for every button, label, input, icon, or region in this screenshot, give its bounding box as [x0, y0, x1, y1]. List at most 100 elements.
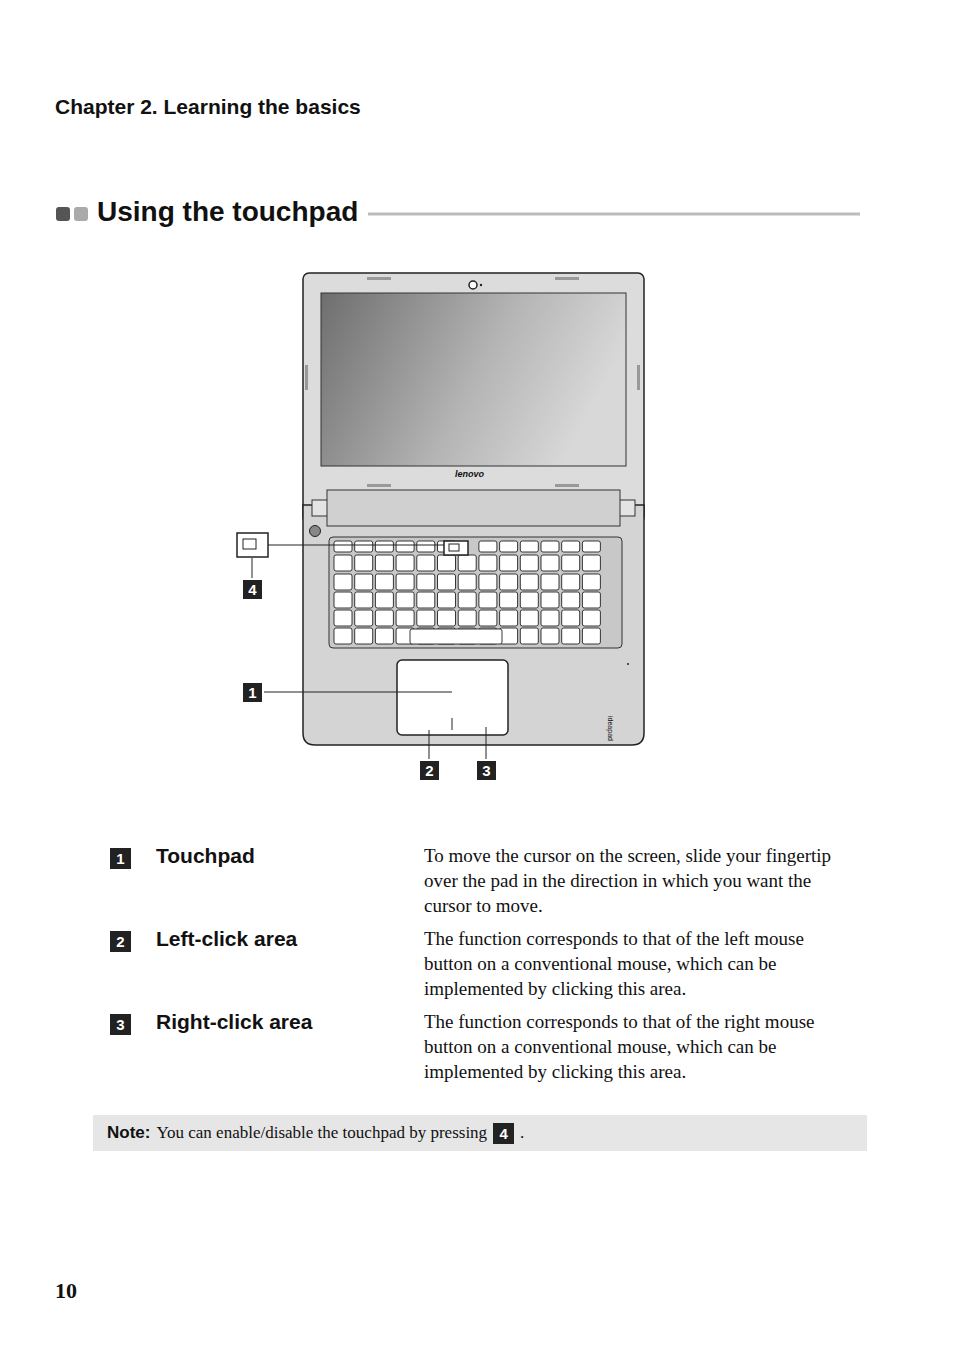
key [541, 628, 559, 644]
key [500, 555, 518, 571]
key [458, 555, 476, 571]
power-button [310, 526, 321, 537]
note-text: Note: [107, 1123, 150, 1143]
key [334, 555, 352, 571]
title-rule [368, 213, 860, 216]
title-bullet [74, 207, 88, 221]
key [438, 610, 456, 626]
section-title: Using the touchpad [97, 196, 358, 228]
key [520, 555, 538, 571]
callout-text: 4 [499, 1125, 507, 1142]
key [355, 555, 373, 571]
key [396, 574, 414, 590]
key [562, 592, 580, 608]
antenna [555, 277, 579, 280]
camera-led [480, 284, 482, 286]
key [582, 574, 600, 590]
part-name: Right-click area [156, 1010, 312, 1034]
touchpad [397, 660, 508, 735]
touchpad-key [444, 541, 468, 555]
key [375, 574, 393, 590]
key [500, 574, 518, 590]
key [334, 574, 352, 590]
key [438, 574, 456, 590]
callout-text: 3 [482, 762, 490, 779]
part-description: The function corresponds to that of the … [424, 1009, 856, 1084]
part-name: Touchpad [156, 844, 255, 868]
keyboard [329, 537, 622, 648]
key [541, 610, 559, 626]
callout-number: 4 [493, 1123, 514, 1144]
key [582, 628, 600, 644]
hinge-mark [637, 365, 640, 390]
key [562, 574, 580, 590]
leader-line [429, 730, 430, 759]
key [582, 610, 600, 626]
key [541, 541, 559, 552]
key [438, 592, 456, 608]
note-text: . [520, 1123, 524, 1143]
key [355, 574, 373, 590]
key [417, 610, 435, 626]
key [396, 592, 414, 608]
key [479, 610, 497, 626]
note-text: You can enable/disable the touchpad by p… [156, 1123, 487, 1143]
hinge-mark [555, 484, 579, 487]
callout-number: 3 [110, 1014, 131, 1035]
key [520, 574, 538, 590]
key [479, 541, 497, 552]
leader-line [268, 545, 444, 546]
leader-line [486, 727, 487, 759]
key [355, 610, 373, 626]
hinge-mark [305, 365, 308, 390]
key [375, 555, 393, 571]
key [541, 574, 559, 590]
click-divider [452, 718, 453, 730]
hinge-bar [327, 490, 620, 526]
key [396, 541, 414, 552]
key [375, 592, 393, 608]
callout-number: 2 [420, 761, 439, 780]
key [479, 574, 497, 590]
key [355, 541, 373, 552]
key [334, 610, 352, 626]
key [562, 555, 580, 571]
key [520, 610, 538, 626]
key [500, 610, 518, 626]
laptop-base [303, 505, 644, 745]
callout-text: 2 [425, 762, 433, 779]
key [417, 574, 435, 590]
key [582, 541, 600, 552]
callout-text: 2 [116, 933, 124, 950]
model-logo: ideapad [607, 716, 614, 741]
note-band: Note: You can enable/disable the touchpad… [93, 1115, 867, 1151]
camera [469, 281, 477, 289]
callout-text: 4 [248, 581, 256, 598]
key [479, 592, 497, 608]
chapter-header: Chapter 2. Learning the basics [55, 95, 361, 119]
key [582, 555, 600, 571]
key [334, 541, 352, 552]
key [438, 555, 456, 571]
key [562, 610, 580, 626]
callout-text: 1 [248, 684, 256, 701]
title-bullet [56, 207, 70, 221]
brand-logo: lenovo [455, 469, 484, 479]
key [417, 592, 435, 608]
key [458, 610, 476, 626]
key [334, 628, 352, 644]
key [520, 592, 538, 608]
key [334, 592, 352, 608]
touchpad-key-zoom [237, 533, 268, 557]
callout-text: 3 [116, 1016, 124, 1033]
key [582, 592, 600, 608]
key [375, 610, 393, 626]
key [375, 541, 393, 552]
page-number: 10 [55, 1278, 77, 1304]
indicator [627, 663, 629, 665]
laptop-lid [303, 273, 644, 523]
key [562, 628, 580, 644]
leader-line [252, 558, 253, 578]
key [458, 592, 476, 608]
part-name: Left-click area [156, 927, 297, 951]
